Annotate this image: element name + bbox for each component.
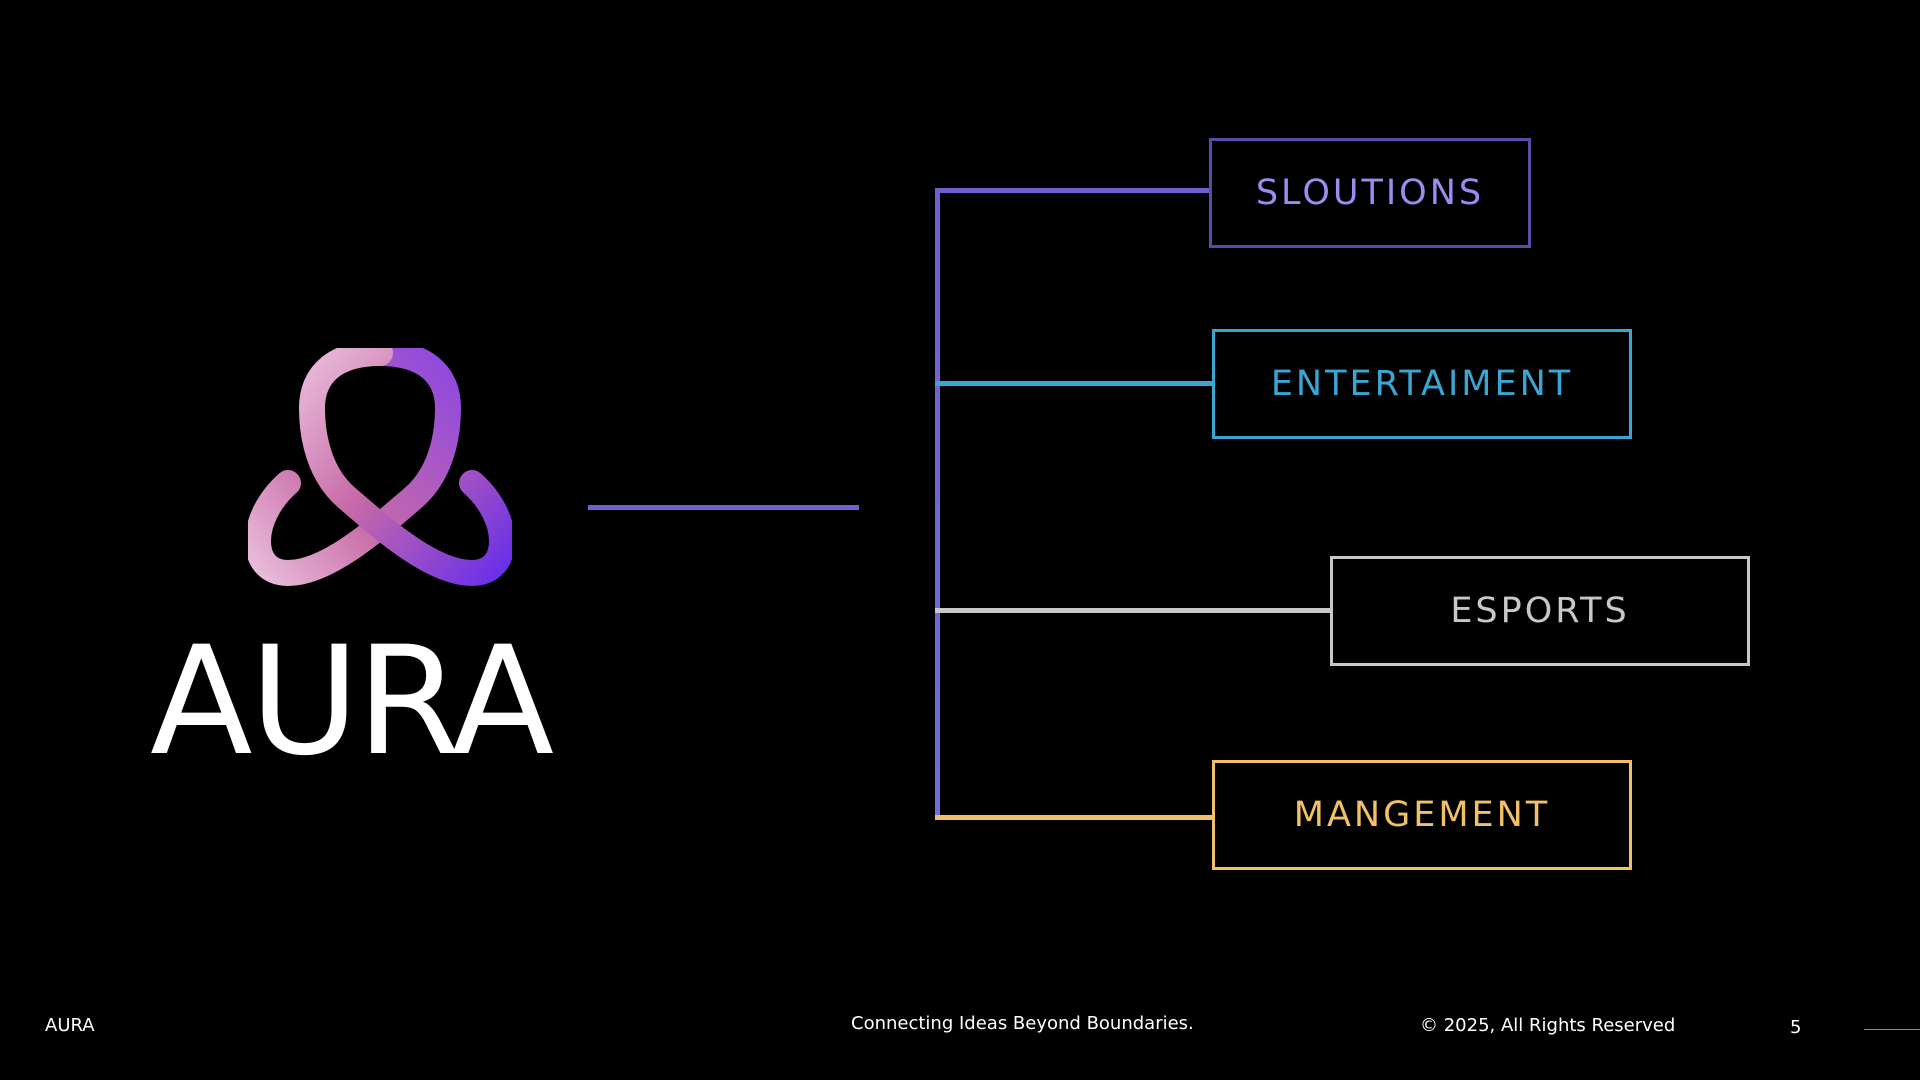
tree-trunk-line xyxy=(935,188,940,820)
category-label-solutions: SLOUTIONS xyxy=(1255,173,1485,213)
category-box-esports: ESPORTS xyxy=(1330,556,1750,666)
aura-wordmark: AURA xyxy=(150,615,554,789)
branch-line-solutions xyxy=(935,188,1210,193)
branch-line-esports xyxy=(935,608,1332,613)
footer-divider xyxy=(1864,1029,1920,1030)
category-box-entertainment: ENTERTAIMENT xyxy=(1212,329,1632,439)
main-connector-line xyxy=(588,505,859,510)
category-label-management: MANGEMENT xyxy=(1293,795,1551,835)
page-number: 5 xyxy=(1790,1017,1802,1038)
category-label-entertainment: ENTERTAIMENT xyxy=(1270,364,1574,404)
footer-tagline: Connecting Ideas Beyond Boundaries. xyxy=(851,1013,1194,1034)
footer-copyright: © 2025, All Rights Reserved xyxy=(1420,1015,1676,1036)
branch-line-entertainment xyxy=(935,381,1213,386)
category-box-management: MANGEMENT xyxy=(1212,760,1632,870)
category-box-solutions: SLOUTIONS xyxy=(1209,138,1531,248)
footer-brand: AURA xyxy=(45,1015,95,1036)
category-label-esports: ESPORTS xyxy=(1450,591,1630,631)
ribbon-loop-logo-icon xyxy=(248,348,512,587)
branch-line-management xyxy=(935,815,1213,820)
